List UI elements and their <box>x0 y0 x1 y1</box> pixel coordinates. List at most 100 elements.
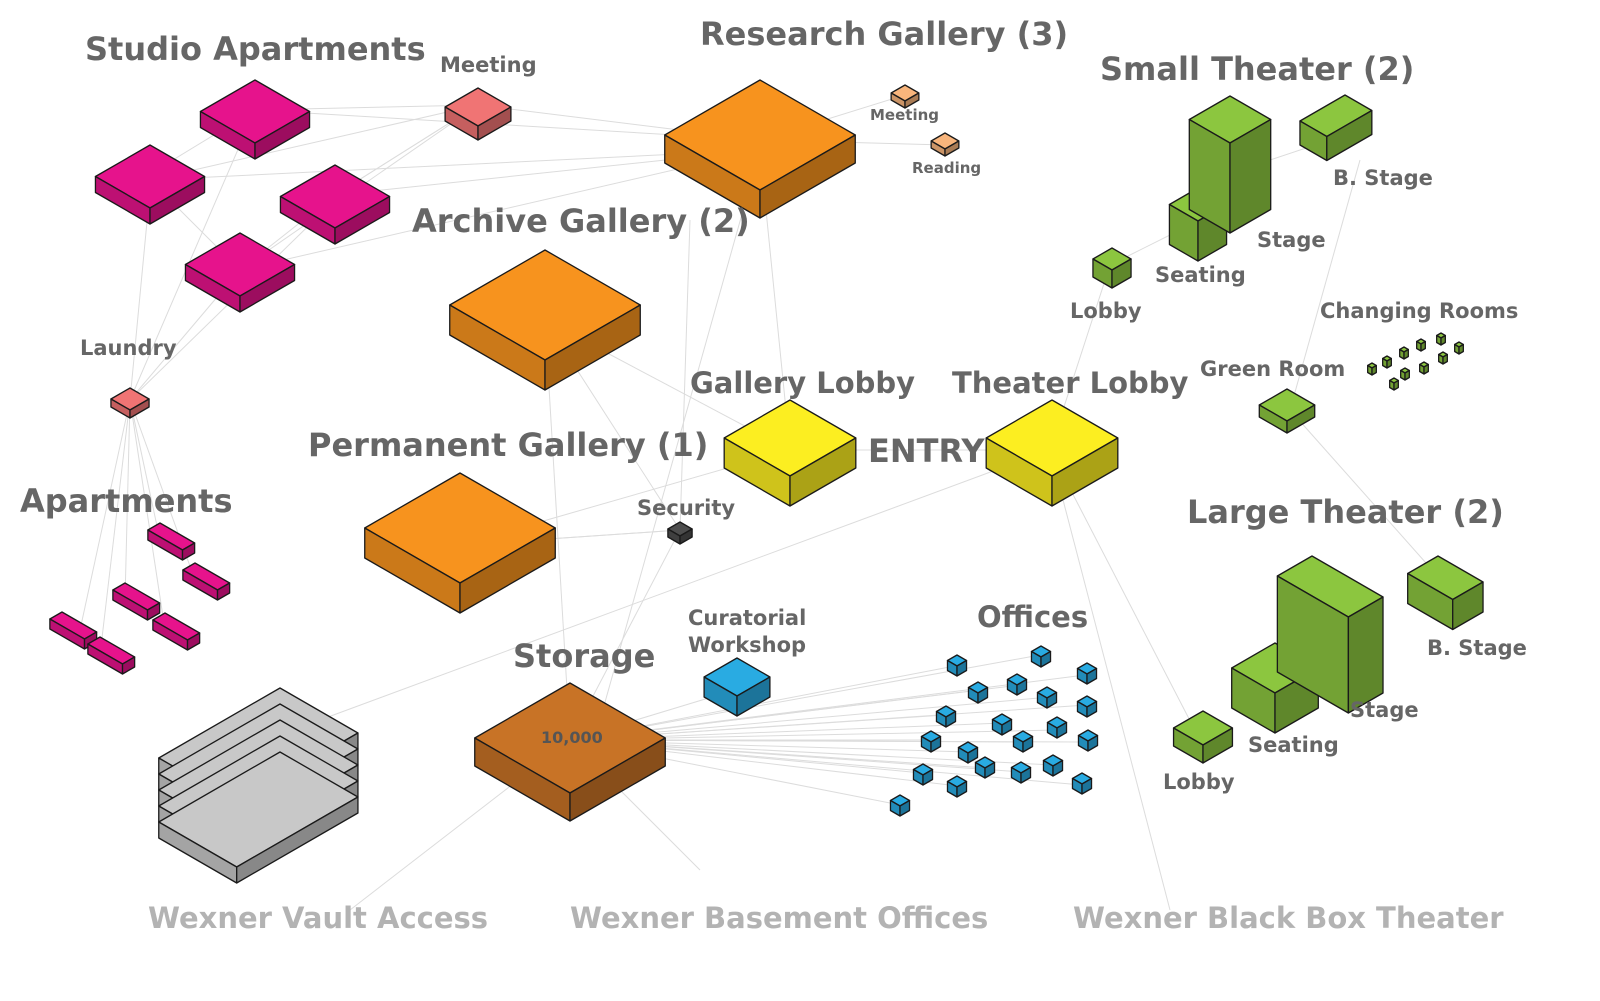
large-theater-lobby-block <box>1172 710 1234 764</box>
changing-room-block <box>1382 355 1392 369</box>
label-small-lobby: Lobby <box>1070 299 1142 323</box>
label-large-theater: Large Theater (2) <box>1187 493 1504 531</box>
changing-room-block <box>1389 377 1399 391</box>
small-theater-stage-block <box>1188 95 1272 234</box>
label-meeting-top: Meeting <box>440 53 537 77</box>
connection-line <box>679 219 691 531</box>
label-wexner-vault-access: Wexner Vault Access <box>148 901 488 935</box>
connection-line <box>239 149 761 271</box>
apartment-block <box>112 582 161 621</box>
changing-room-block <box>1416 338 1426 352</box>
changing-room-block <box>1400 367 1410 381</box>
studio-apartment-block <box>184 232 296 313</box>
office-block <box>920 730 942 753</box>
office-block <box>1076 695 1098 718</box>
label-small-seating: Seating <box>1155 263 1246 287</box>
connection-line <box>149 149 761 181</box>
label-security: Security <box>637 496 735 520</box>
studio-apartment-block <box>94 144 206 225</box>
office-block <box>1030 645 1052 668</box>
office-block <box>912 763 934 786</box>
connection-line <box>319 449 1051 721</box>
office-block <box>1036 686 1058 709</box>
apartment-block <box>147 522 196 561</box>
label-storage: Storage <box>513 637 655 675</box>
label-laundry: Laundry <box>80 336 177 360</box>
research-meeting-block <box>890 84 920 109</box>
office-block <box>1076 662 1098 685</box>
connection-line <box>79 399 131 631</box>
label-offices: Offices <box>977 600 1088 634</box>
label-storage-area: 10,000 <box>541 728 603 747</box>
label-research-gallery: Research Gallery (3) <box>700 15 1068 53</box>
office-block <box>974 756 996 779</box>
office-block <box>935 705 957 728</box>
office-block <box>1046 716 1068 739</box>
connection-line <box>129 189 151 401</box>
connection-line <box>1289 159 1361 411</box>
permanent-gallery-block <box>364 472 556 614</box>
office-block <box>1077 729 1099 752</box>
changing-room-block <box>1419 361 1429 375</box>
connection-line <box>1049 449 1201 741</box>
large-theater-stage-block <box>1276 555 1384 714</box>
office-block <box>946 654 968 677</box>
label-theater-lobby: Theater Lobby <box>952 366 1189 400</box>
curatorial-workshop-block <box>703 657 771 717</box>
office-block <box>957 741 979 764</box>
label-changing-rooms: Changing Rooms <box>1320 299 1518 323</box>
meeting-block <box>444 87 512 141</box>
connection-line <box>1289 409 1451 591</box>
storage-block <box>474 682 666 822</box>
studio-apartment-block <box>279 164 391 245</box>
small-theater-lobby-block <box>1092 247 1132 289</box>
office-block <box>889 794 911 817</box>
connection-line <box>129 399 166 631</box>
label-large-stage: Stage <box>1350 698 1419 722</box>
green-room-block <box>1258 388 1316 434</box>
office-block <box>1010 761 1032 784</box>
office-block <box>1042 754 1064 777</box>
apartment-block <box>87 636 136 675</box>
label-research-reading: Reading <box>912 159 981 177</box>
security-block <box>667 521 693 545</box>
label-archive-gallery: Archive Gallery (2) <box>412 202 750 240</box>
small-theater-b-stage-block <box>1299 94 1373 162</box>
office-block <box>1071 772 1093 795</box>
apartment-block <box>49 611 98 650</box>
label-small-theater: Small Theater (2) <box>1100 50 1414 88</box>
connection-line <box>124 399 131 601</box>
changing-room-block <box>1454 341 1464 355</box>
connection-line <box>129 399 161 541</box>
theater-lobby-block <box>985 399 1119 507</box>
label-permanent-gallery: Permanent Gallery (1) <box>308 426 708 464</box>
label-studio-apartments: Studio Apartments <box>85 30 426 68</box>
connection-line <box>149 104 479 181</box>
label-entry: ENTRY <box>868 432 985 470</box>
label-large-b-stage: B. Stage <box>1427 636 1527 660</box>
changing-room-block <box>1438 351 1448 365</box>
label-large-seating: Seating <box>1248 733 1339 757</box>
vault-layer-block <box>158 751 359 884</box>
office-block <box>1006 673 1028 696</box>
label-small-b-stage: B. Stage <box>1333 166 1433 190</box>
program-blocks <box>49 79 1484 884</box>
apartment-block <box>152 612 201 651</box>
label-curatorial-workshop-line2: Workshop <box>688 633 806 657</box>
changing-room-block <box>1399 346 1409 360</box>
gallery-lobby-block <box>723 399 857 507</box>
large-theater-b-stage-block <box>1407 555 1484 631</box>
label-small-stage: Stage <box>1257 228 1326 252</box>
label-green-room: Green Room <box>1200 357 1345 381</box>
label-apartments: Apartments <box>20 482 233 520</box>
research-gallery-block <box>664 79 856 219</box>
office-block <box>991 713 1013 736</box>
label-large-lobby: Lobby <box>1163 770 1235 794</box>
label-wexner-basement-offices: Wexner Basement Offices <box>570 901 988 935</box>
label-curatorial-workshop-line1: Curatorial <box>688 606 806 630</box>
changing-room-block <box>1436 332 1446 346</box>
changing-room-block <box>1367 362 1377 376</box>
connection-line <box>544 319 571 741</box>
connection-line <box>1049 449 1171 911</box>
